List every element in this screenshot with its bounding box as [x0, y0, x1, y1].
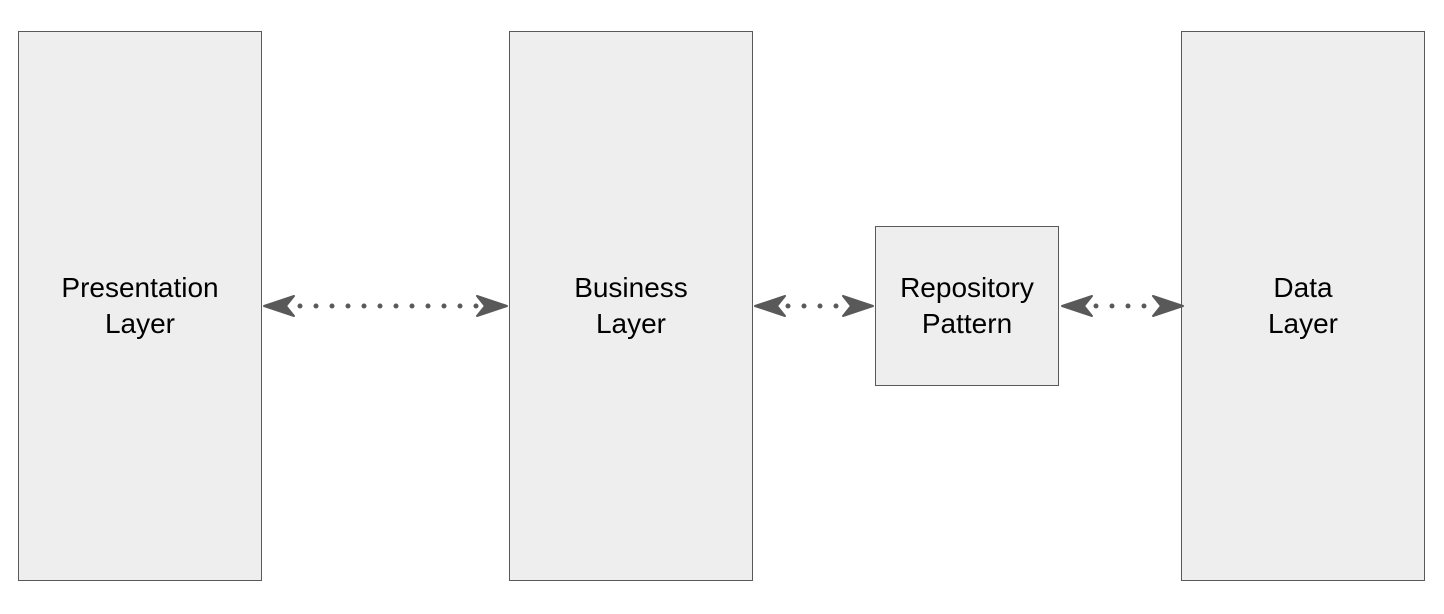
connector-repository-data [1061, 295, 1184, 317]
business-layer-label: Business Layer [574, 272, 688, 339]
arrowhead-right-icon [476, 295, 508, 317]
data-layer-label: Data Layer [1267, 272, 1339, 339]
repository-pattern-box: Repository Pattern [875, 226, 1059, 386]
connector-presentation-business [263, 295, 508, 317]
data-layer-box: Data Layer [1181, 31, 1425, 581]
repository-pattern-label: Repository Pattern [900, 272, 1034, 339]
arrowhead-left-icon [1061, 295, 1093, 317]
arrowhead-right-icon [1152, 295, 1184, 317]
presentation-layer-box: Presentation Layer [18, 31, 262, 581]
arrowhead-left-icon [263, 295, 295, 317]
business-layer-box: Business Layer [509, 31, 753, 581]
presentation-layer-label: Presentation Layer [61, 272, 219, 339]
connector-business-repository [754, 295, 874, 317]
arrowhead-left-icon [754, 295, 786, 317]
arrowhead-right-icon [842, 295, 874, 317]
